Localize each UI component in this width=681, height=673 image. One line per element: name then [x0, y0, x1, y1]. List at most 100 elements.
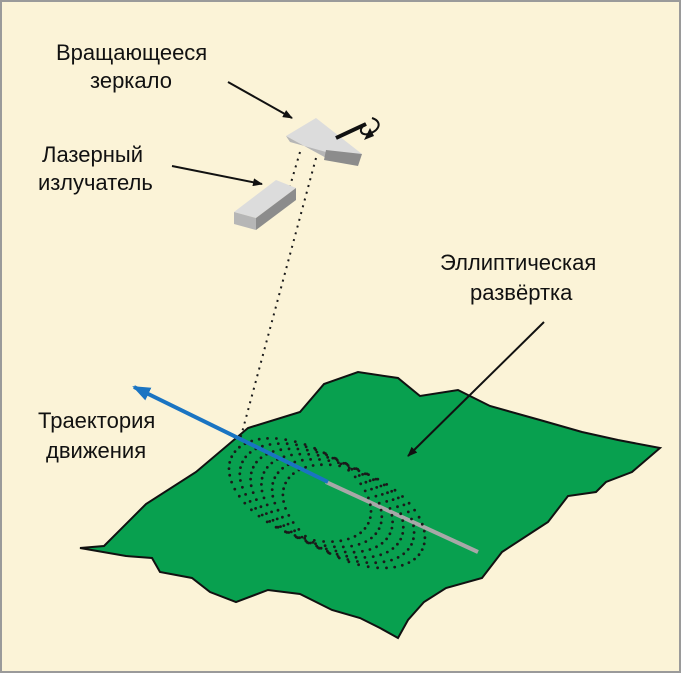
scan-dot [401, 532, 405, 535]
scan-dot [347, 468, 350, 472]
scan-dot [393, 565, 397, 569]
scan-dot [248, 500, 252, 503]
scan-dot [371, 555, 375, 558]
scan-dot [396, 556, 400, 559]
scan-dot [259, 456, 263, 460]
scan-dot [422, 529, 426, 533]
scan-dot [322, 540, 325, 543]
scan-dot [374, 494, 378, 498]
scan-dot [357, 469, 361, 473]
scan-dot [346, 537, 350, 541]
scan-dot [284, 438, 288, 441]
trajectory-arrow [132, 385, 329, 484]
scan-dot [265, 466, 269, 469]
laser-emitter-device [234, 180, 296, 230]
scan-dot [372, 478, 375, 482]
scan-dot [248, 451, 252, 454]
scan-dot [318, 458, 321, 461]
scan-dot [328, 463, 332, 467]
scan-dot [361, 549, 364, 553]
scan-dot [347, 466, 351, 470]
mirror-label-line2: зеркало [90, 68, 172, 93]
scan-dot [307, 452, 311, 456]
scan-dot [413, 508, 416, 512]
scan-dot [357, 542, 361, 546]
scan-dot [379, 521, 383, 525]
scan-dot [275, 517, 279, 521]
scan-dot [391, 498, 395, 501]
scan-dot [410, 517, 413, 521]
laser-beam-emitter [289, 151, 301, 187]
scan-dot [376, 477, 380, 481]
scan-dot [380, 493, 384, 496]
scan-dot [417, 553, 421, 557]
scan-dot [324, 547, 328, 551]
scan-dot [338, 464, 341, 468]
scan-dot [370, 536, 373, 540]
scan-dot [368, 503, 372, 507]
scan-dot [244, 493, 248, 496]
scan-dot [367, 473, 370, 476]
scan-dot [316, 453, 320, 457]
scan-dot [262, 496, 266, 500]
scan-dot [233, 487, 237, 491]
scan-dot [331, 540, 334, 543]
scan-dot [249, 471, 253, 475]
scan-dot [393, 488, 397, 492]
scan-dot [237, 494, 241, 498]
scan-dot [270, 461, 274, 465]
scan-dot [230, 455, 234, 459]
scan-dot [241, 460, 244, 464]
scan-dot [346, 558, 350, 561]
scan-dot [289, 530, 293, 534]
scan-dot [374, 561, 378, 565]
scan-dot [423, 536, 427, 540]
scan-dot [401, 525, 405, 529]
scan-dot [339, 539, 343, 543]
scan-dot [298, 536, 301, 540]
scan-dot [323, 544, 327, 548]
scan-dot [385, 566, 388, 570]
scan-dot [379, 508, 383, 512]
scan-dot [345, 554, 349, 558]
scan-dot [285, 442, 289, 446]
scan-dot [312, 539, 316, 542]
scan-dot [363, 489, 367, 493]
scan-dot [364, 480, 368, 484]
scan-dot [284, 507, 287, 510]
scan-dot [374, 532, 378, 536]
scan-dot [260, 476, 264, 480]
mirror-pointer-arrow [227, 81, 293, 119]
scan-dot [417, 515, 421, 519]
scan-dot [343, 550, 347, 554]
scan-dot [407, 501, 411, 505]
laser-label-line2: излучатель [38, 170, 153, 195]
scan-dot [286, 522, 290, 526]
scan-dot [250, 439, 254, 443]
scan-dot [354, 555, 358, 559]
scan-dot [239, 479, 242, 482]
scan-dot [239, 466, 242, 469]
scan-dot [270, 488, 274, 491]
scan-dot [281, 466, 284, 470]
scan-dot [353, 534, 357, 538]
scan-dot [287, 447, 291, 451]
rotation-arrow-icon [360, 117, 380, 140]
scan-dot [291, 521, 295, 524]
scan-dot [243, 501, 247, 505]
scan-dot [347, 560, 351, 564]
scan-dot [238, 472, 242, 476]
scan-dot [259, 505, 263, 509]
scan-dot [391, 547, 395, 550]
scan-dot [293, 440, 297, 443]
scan-dot [388, 532, 392, 536]
scan-dot [314, 542, 317, 546]
scan-dot [388, 507, 392, 510]
scan-dot [385, 483, 389, 486]
scan-dot [287, 514, 291, 517]
scan-dot [376, 566, 379, 570]
mirror-label-line1: Вращающееся [56, 40, 207, 65]
scan-dot [412, 537, 415, 541]
scan-dot [250, 508, 253, 512]
